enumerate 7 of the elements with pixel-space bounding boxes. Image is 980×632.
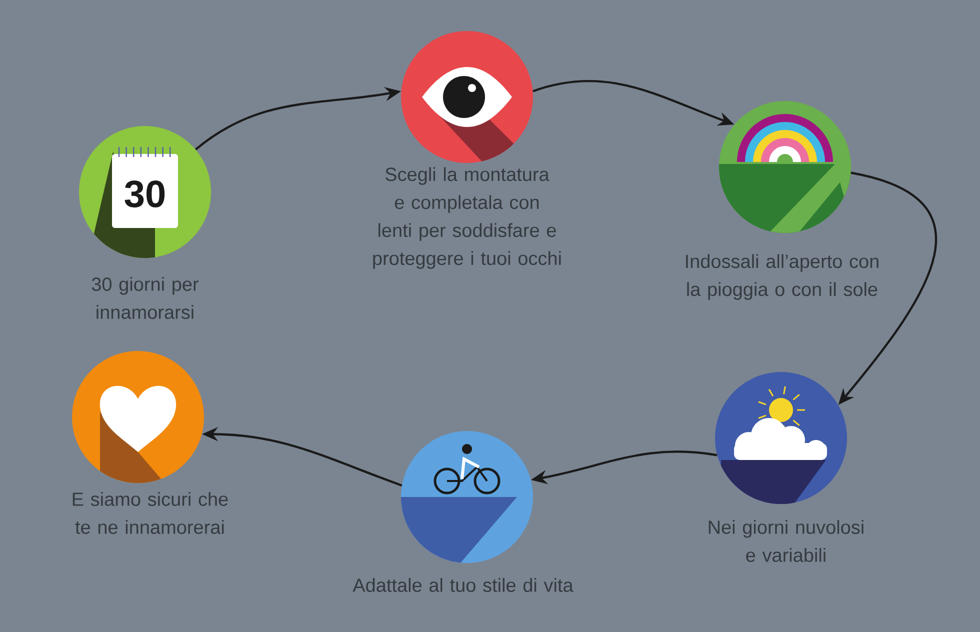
- step-caption: E siamo sicuri che te ne innamorerai: [72, 492, 228, 534]
- step-caption: Adattale al tuo stile di vita: [352, 578, 574, 592]
- step-caption: Scegli la montatura e completala con lenti per soddisfare e proteggere i tuoi occhi: [373, 167, 561, 269]
- step-caption: 30 giorni per innamorarsi: [92, 277, 198, 319]
- step-caption: Nei giorni nuvolosi e variabili: [708, 520, 864, 562]
- step-caption: Indossali all’aperto con la pioggia o con il sole: [686, 254, 878, 300]
- day-number: 30: [124, 180, 165, 208]
